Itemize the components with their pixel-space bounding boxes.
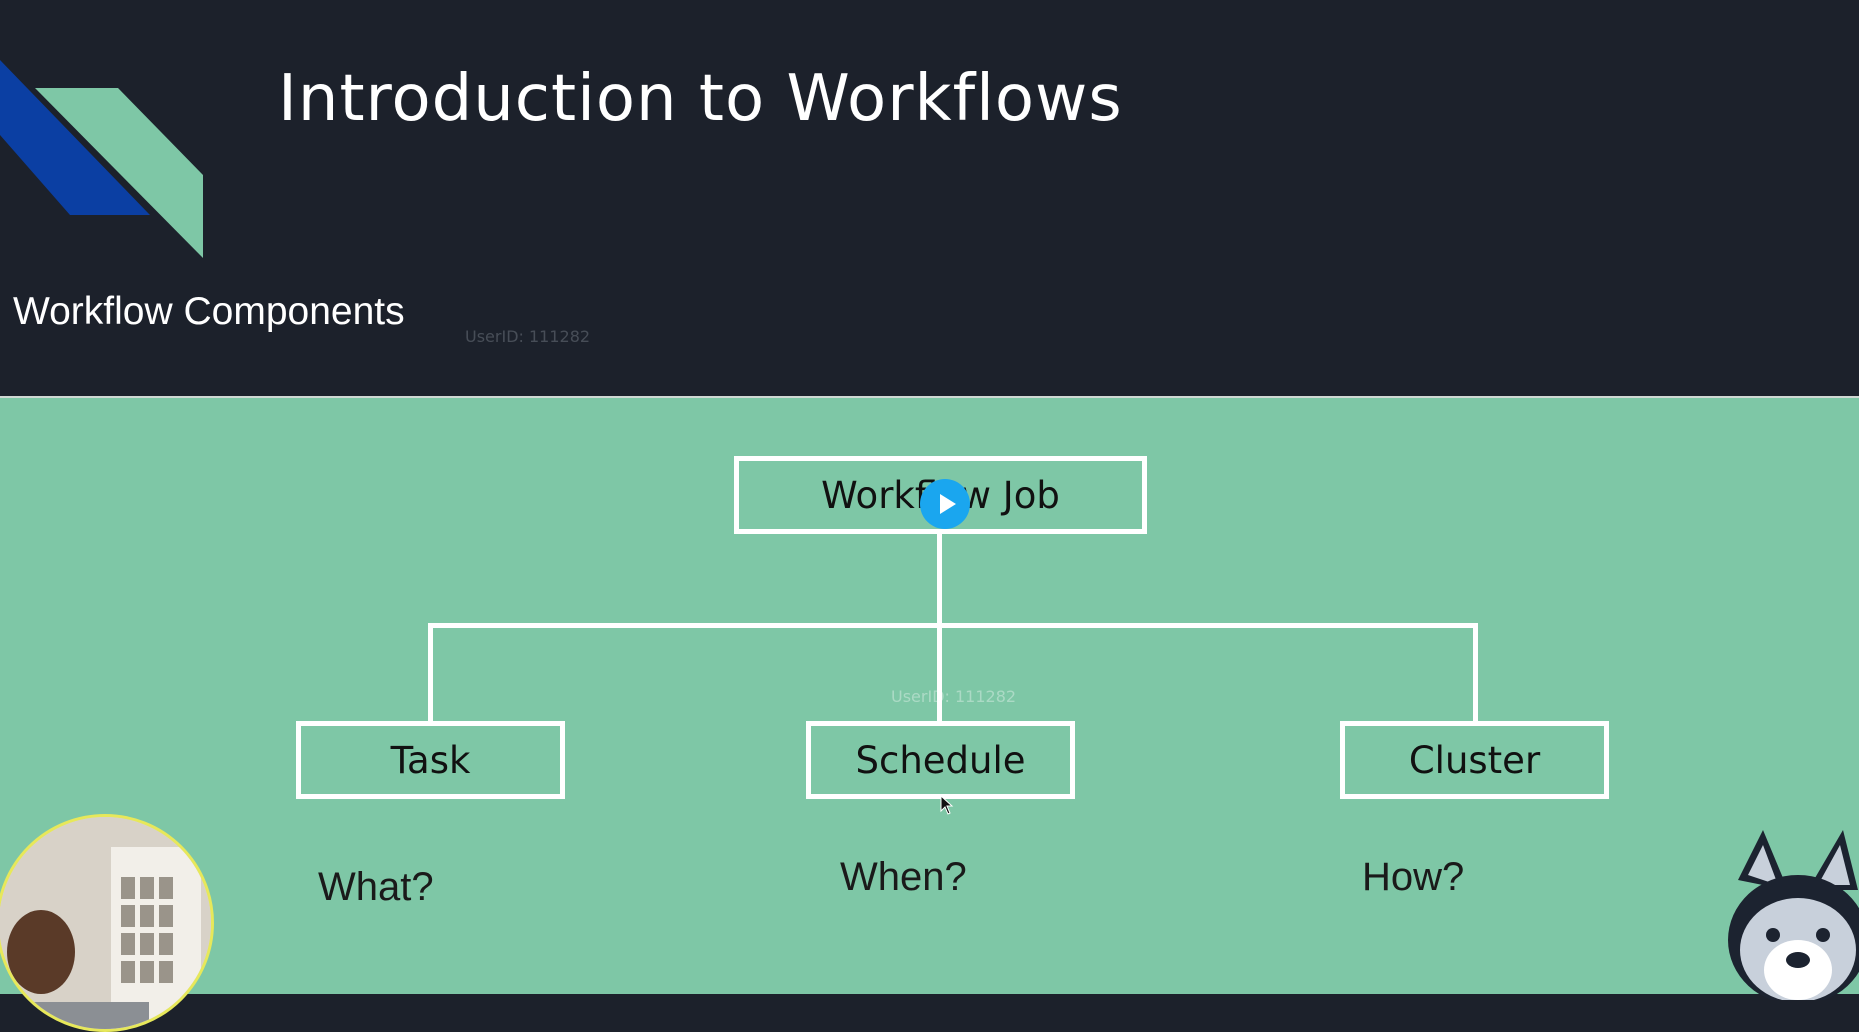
diagram-node-task: Task bbox=[296, 721, 565, 799]
watermark-text: UserID: 111282 bbox=[891, 687, 1017, 706]
question-what: What? bbox=[318, 865, 434, 909]
slide-title: Introduction to Workflows bbox=[278, 62, 1123, 136]
connector-schedule bbox=[937, 623, 942, 725]
corner-logo-icon bbox=[0, 60, 203, 258]
watermark-text: UserID: 111282 bbox=[465, 327, 591, 346]
presenter-webcam bbox=[0, 814, 214, 1032]
connector-horizontal bbox=[428, 623, 1478, 628]
diagram-node-schedule: Schedule bbox=[806, 721, 1075, 799]
divider bbox=[0, 396, 1859, 398]
slide-header: Introduction to Workflows Workflow Compo… bbox=[0, 0, 1859, 396]
connector-task bbox=[428, 623, 433, 725]
mouse-cursor-icon bbox=[940, 795, 954, 815]
connector-cluster bbox=[1473, 623, 1478, 725]
question-when: When? bbox=[840, 855, 967, 899]
play-button[interactable] bbox=[920, 479, 970, 529]
husky-mascot-icon bbox=[1728, 830, 1859, 1000]
presenter-image bbox=[0, 817, 211, 1029]
connector-root-down bbox=[937, 530, 942, 626]
slide-subtitle: Workflow Components bbox=[13, 290, 405, 333]
diagram-node-cluster: Cluster bbox=[1340, 721, 1609, 799]
question-how: How? bbox=[1362, 855, 1465, 899]
